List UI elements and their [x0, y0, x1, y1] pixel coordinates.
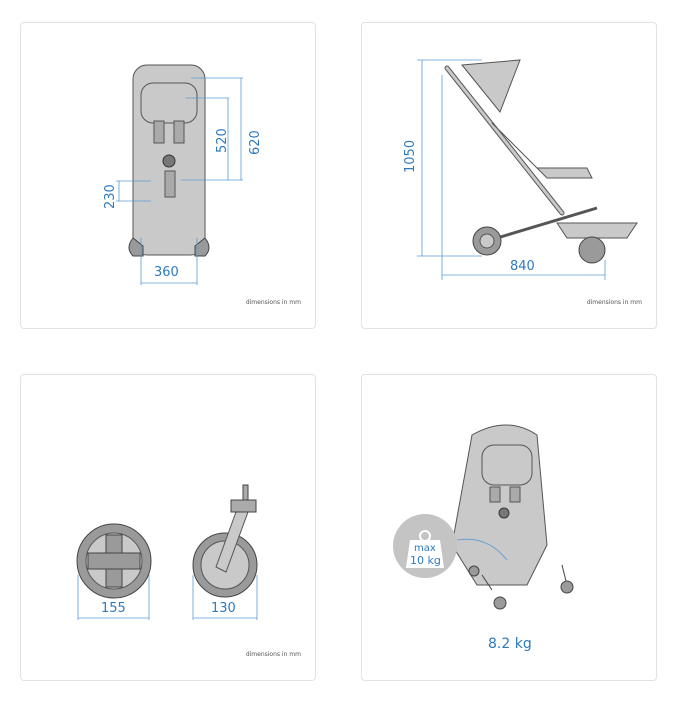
dimension-height: 1050 — [403, 140, 418, 173]
dimension-length: 840 — [510, 259, 535, 274]
dimension-front-wheel: 130 — [211, 601, 236, 616]
stroller-weight: 8.2 kg — [488, 636, 532, 652]
wheels-drawing: 155 130 — [76, 484, 258, 620]
badge-max-label: max — [414, 543, 436, 554]
panel-side-view: 1050 840 dimensions in mm — [361, 22, 657, 329]
units-note: dimensions in mm — [245, 651, 301, 658]
stroller-side-view-drawing: 1050 840 — [403, 59, 638, 280]
stroller-weight-drawing: max 10 kg 8.2 kg — [393, 424, 574, 652]
dimension-width: 360 — [154, 265, 179, 280]
dimension-seat-length: 520 — [215, 128, 230, 153]
panel-weight: max 10 kg 8.2 kg — [361, 374, 657, 681]
panel-wheels: 155 130 dimensions in mm — [20, 374, 316, 681]
dimension-rear-wheel: 155 — [101, 601, 126, 616]
units-note: dimensions in mm — [586, 299, 642, 306]
stroller-top-view-drawing: 520 620 230 360 — [103, 64, 263, 285]
badge-max-value: 10 kg — [410, 554, 441, 567]
dimension-seat-depth: 230 — [103, 184, 118, 209]
dimension-total-length: 620 — [248, 130, 263, 155]
panel-top-view: 520 620 230 360 dimensions in mm — [20, 22, 316, 329]
units-note: dimensions in mm — [245, 299, 301, 306]
